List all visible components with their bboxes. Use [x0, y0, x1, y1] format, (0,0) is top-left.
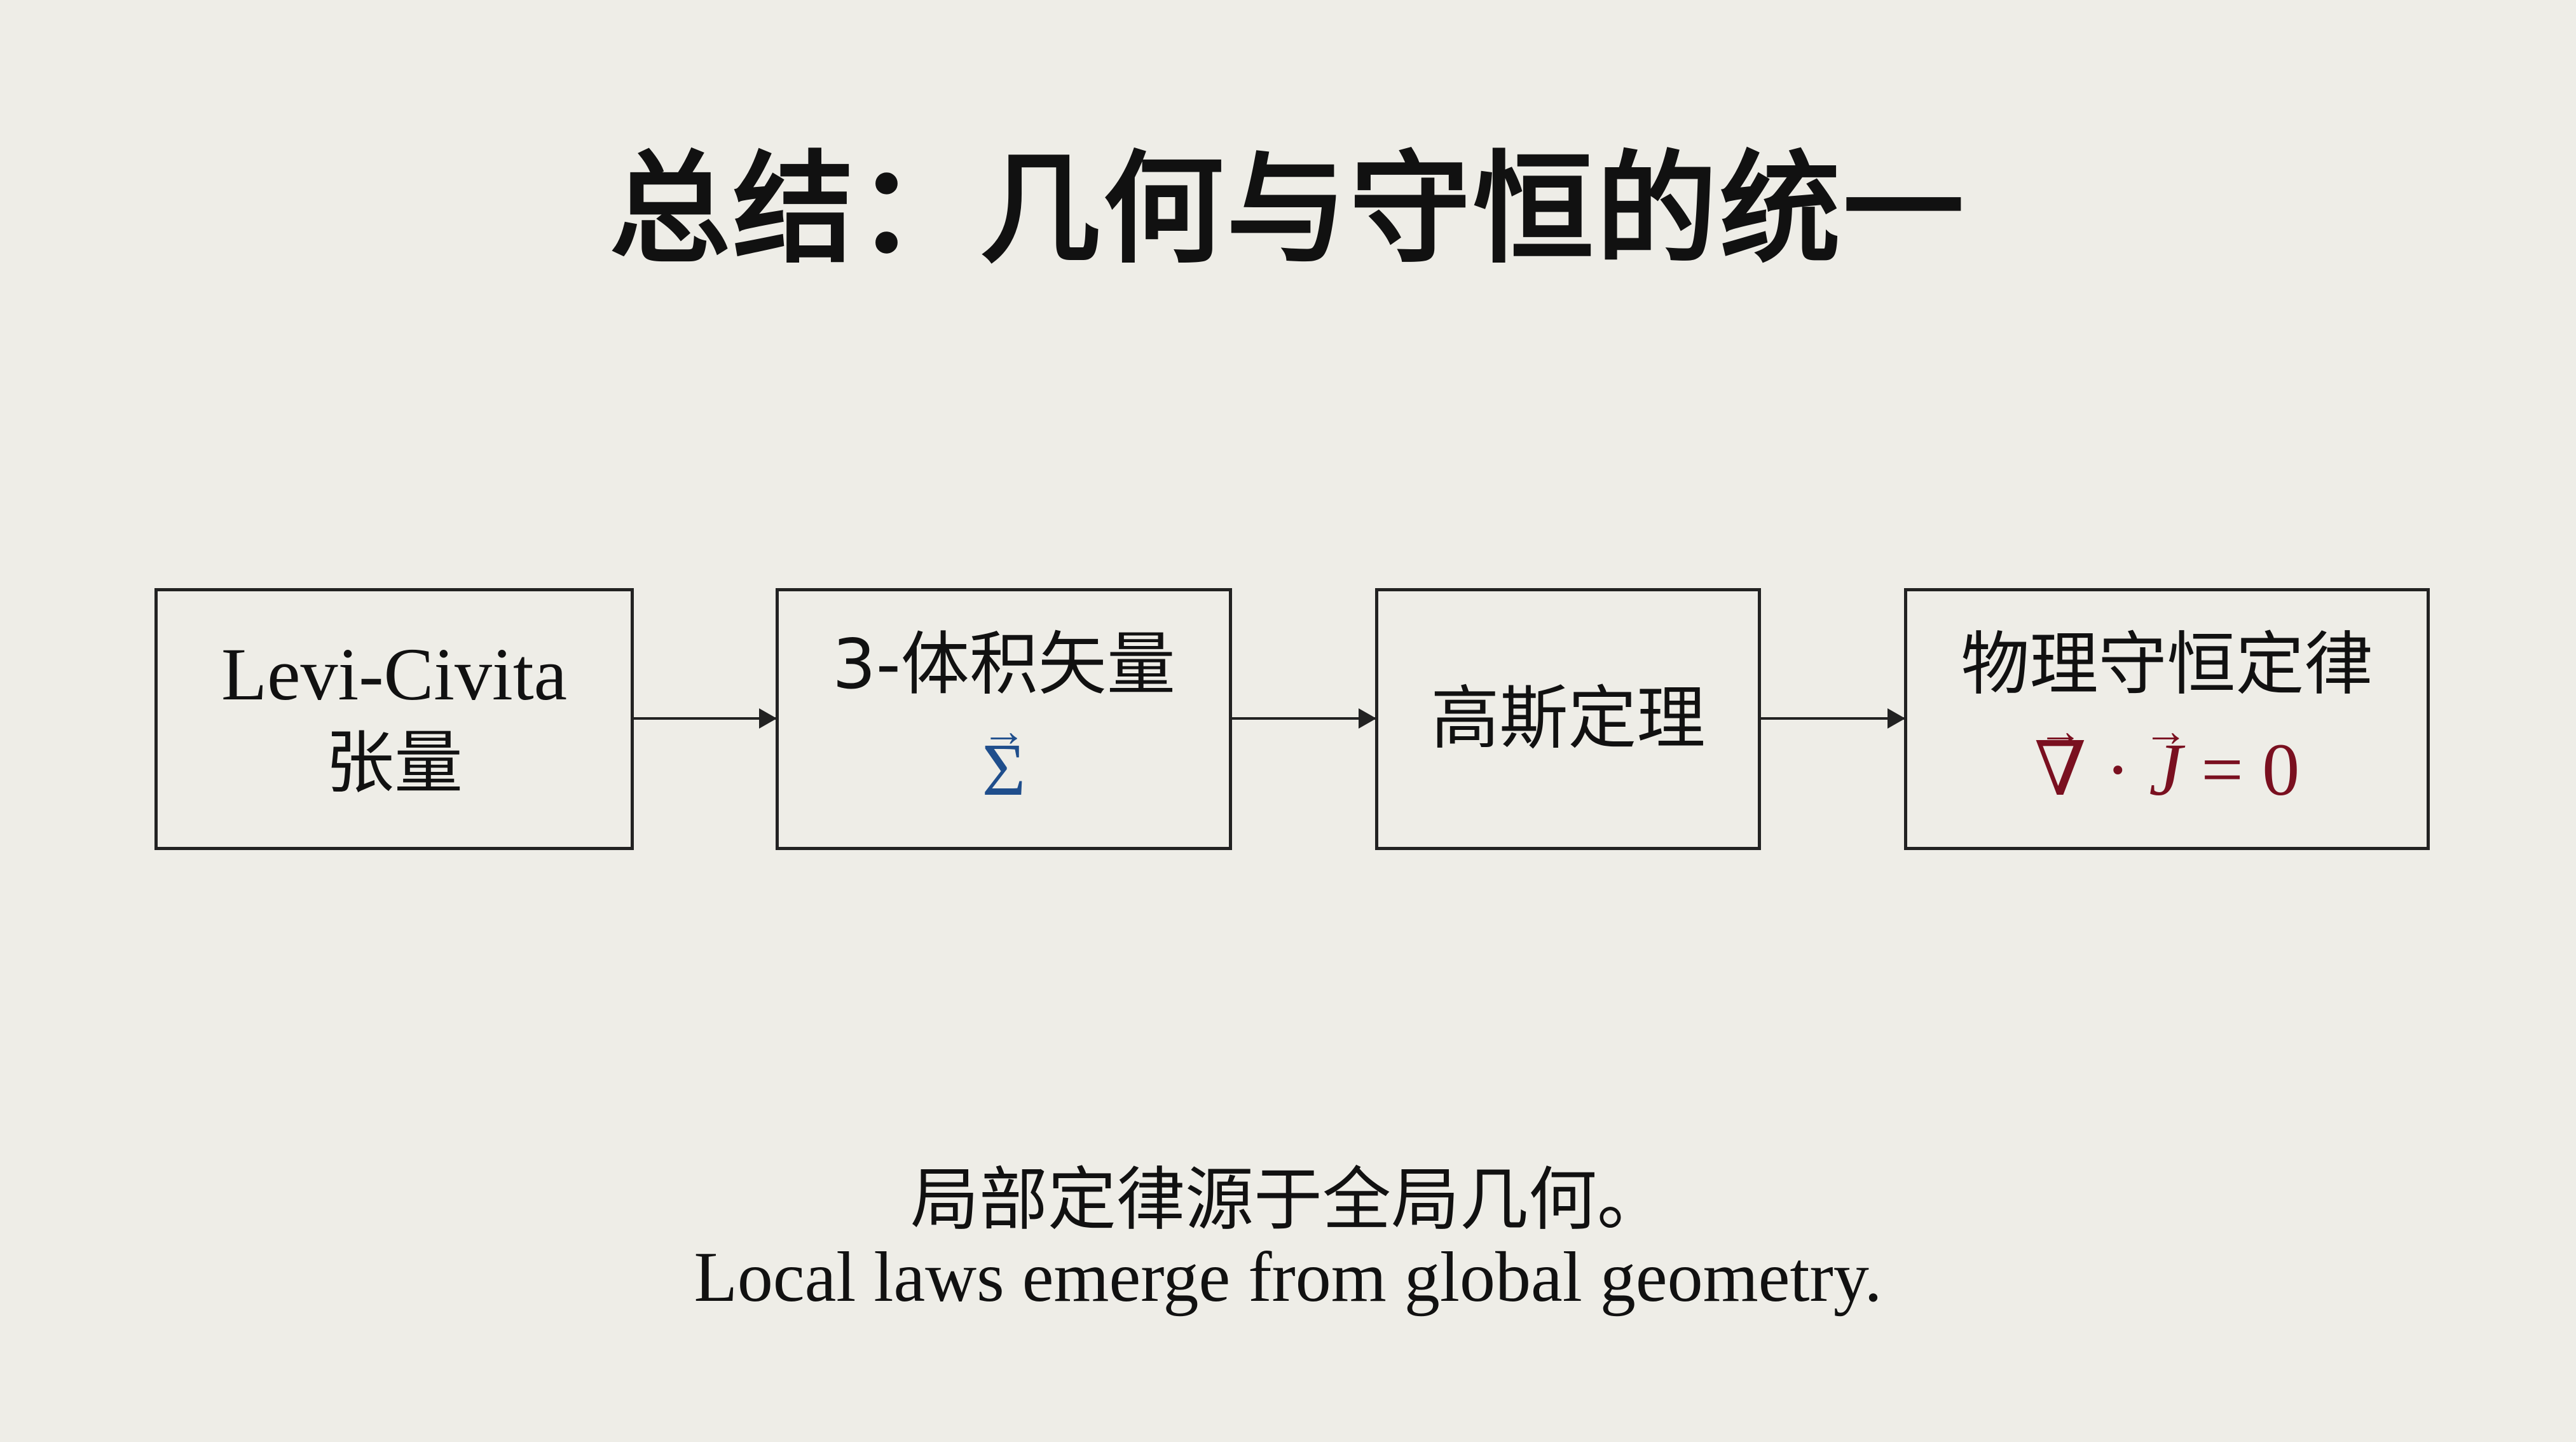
sigma-vector: Σ: [982, 722, 1026, 818]
arrow-icon: [1232, 708, 1376, 729]
node-label: Levi-Civita: [221, 633, 567, 716]
node-gauss-theorem: 高斯定理: [1375, 588, 1761, 850]
node-volume-vector: 3-体积矢量 Σ: [776, 588, 1232, 850]
arrow-icon: [634, 708, 777, 729]
continuity-equation: ∇ · J = 0: [2034, 722, 2300, 818]
node-label: 高斯定理: [1430, 679, 1706, 759]
dot-operator: ·: [2105, 728, 2130, 811]
sigma-symbol: Σ: [982, 722, 1026, 818]
equals-zero: = 0: [2201, 728, 2300, 811]
node-label: 张量: [325, 724, 463, 803]
slide-title: 总结：几何与守恒的统一: [609, 139, 1966, 280]
current-j: J: [2149, 722, 2182, 818]
arrow-icon: [1761, 708, 1905, 729]
nabla-symbol: ∇: [2034, 722, 2086, 818]
node-conservation-law: 物理守恒定律 ∇ · J = 0: [1904, 588, 2430, 850]
caption-chinese: 局部定律源于全局几何。: [910, 1160, 1666, 1240]
node-levi-civita: Levi-Civita 张量: [154, 588, 634, 850]
caption-english: Local laws emerge from global geometry.: [694, 1238, 1882, 1317]
